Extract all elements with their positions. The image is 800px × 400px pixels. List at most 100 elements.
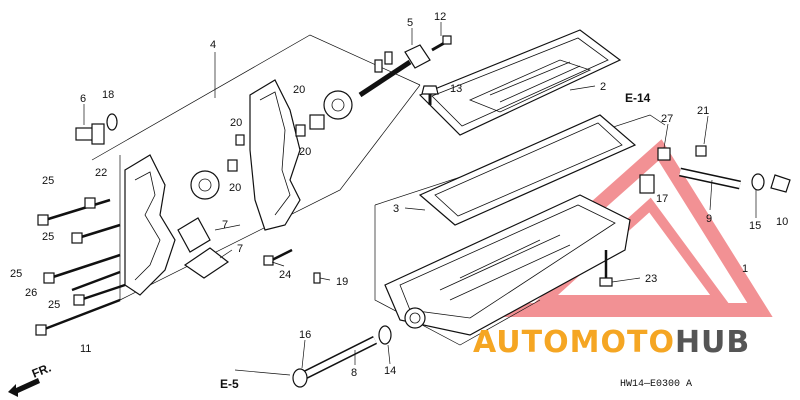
plug-10 [770, 174, 791, 193]
callout-16: 16 [299, 329, 311, 341]
callout-8: 8 [351, 367, 357, 379]
callout-27: 27 [661, 113, 673, 125]
callout-25c: 25 [10, 268, 22, 280]
callout-18: 18 [102, 89, 114, 101]
leader-2 [569, 85, 596, 91]
leader-e5 [234, 369, 291, 376]
callout-25d: 25 [48, 299, 60, 311]
callout-20d: 20 [229, 182, 241, 194]
front-label: FR. [30, 361, 53, 381]
bolt-22-head [84, 197, 96, 209]
callout-25a: 25 [42, 175, 54, 187]
leader-14 [387, 344, 391, 365]
gasket-inner [434, 122, 623, 217]
callout-24: 24 [279, 269, 291, 281]
callout-1: 1 [742, 263, 748, 275]
left-housing-detail [134, 171, 161, 281]
leader-7a [214, 224, 241, 231]
filter-pipe-inner [303, 337, 377, 378]
diagram-code: HW14—E0300 A [620, 379, 692, 390]
cover-plate-rib [489, 61, 571, 96]
valve-body [384, 194, 631, 336]
o-ring-18 [106, 113, 118, 131]
bolt-25d-head [73, 294, 85, 306]
bolt-24-head [263, 255, 274, 266]
callout-20c: 20 [299, 146, 311, 158]
watermark-text-part2: HUB [675, 325, 750, 360]
callout-2: 2 [600, 81, 606, 93]
leader-24 [271, 261, 285, 267]
bolt-13-head [421, 85, 439, 95]
sleeve-b [295, 124, 306, 137]
leader-lines [83, 22, 757, 376]
ref-e14: E-14 [625, 91, 651, 105]
callout-14: 14 [384, 365, 396, 377]
callout-13: 13 [450, 83, 462, 95]
leader-3 [404, 207, 426, 211]
bolt-25a-head [37, 214, 49, 226]
leader-19 [319, 277, 331, 281]
valve-body-rim [399, 204, 616, 319]
sleeve-d [235, 134, 245, 146]
bolt-11-head [35, 324, 47, 336]
watermark-text: AUTOMOTOHUB [473, 325, 750, 360]
pin-b [384, 51, 393, 65]
bolt-25b-head [71, 232, 83, 244]
rotor-right-outer [323, 90, 353, 120]
filter-pipe [292, 325, 392, 388]
bolt-21 [695, 145, 707, 157]
clip-14 [378, 325, 392, 345]
callout-9: 9 [706, 213, 712, 225]
callout-19: 19 [336, 276, 348, 288]
valve-body-outline [384, 194, 631, 336]
left-housing-front [124, 154, 176, 296]
pin-a [374, 59, 383, 73]
rotor-right [323, 90, 353, 120]
callout-23: 23 [645, 273, 657, 285]
leader-21 [703, 115, 709, 145]
sleeve-a [227, 159, 238, 172]
leader-27 [663, 123, 669, 149]
leader-7b [219, 249, 233, 259]
callout-17: 17 [656, 193, 668, 205]
middle-plate [249, 79, 301, 231]
rotor-right-inner [331, 98, 345, 112]
callout-7b: 7 [237, 243, 243, 255]
callout-12: 12 [434, 11, 446, 23]
group-bracket-top [91, 34, 421, 161]
bolt-25b [77, 223, 121, 240]
ref-e5: E-5 [220, 377, 239, 391]
valve-body-port-inner [409, 312, 421, 324]
callout-7a: 7 [222, 219, 228, 231]
bolt-12-head [442, 35, 452, 45]
callout-5: 5 [407, 17, 413, 29]
cover-plate-rib-2 [499, 65, 581, 103]
bolts-left [35, 197, 126, 336]
bolt-25d [79, 283, 126, 302]
bolt-25c-head [43, 272, 55, 284]
rotor-left-outer [190, 170, 220, 200]
callout-6: 6 [80, 93, 86, 105]
cooler-pipe-inner [679, 169, 741, 188]
middle-plate-outline [249, 79, 301, 231]
pressure-switch [75, 113, 118, 145]
callout-15: 15 [749, 220, 761, 232]
seal-16 [292, 368, 308, 388]
bolt-24 [271, 248, 293, 262]
cover-plate-mesh [468, 59, 592, 113]
pressure-switch-hex [91, 123, 105, 145]
rotor-left-inner [198, 178, 212, 192]
callout-4: 4 [210, 39, 216, 51]
callout-22: 22 [95, 167, 107, 179]
cover-plate [418, 29, 622, 136]
left-housing [124, 154, 176, 296]
callouts: 1 2 3 4 5 6 7 7 8 9 10 11 12 13 14 15 16… [10, 11, 788, 379]
leader-23 [611, 277, 641, 283]
washer-15 [751, 173, 765, 191]
bolt-25a [44, 198, 111, 222]
front-direction-arrow: FR. [8, 361, 53, 397]
watermark-text-part1: AUTOMOTO [473, 325, 675, 360]
separator-plate-upper [177, 217, 211, 253]
middle-plate-detail [259, 91, 291, 216]
callout-3: 3 [393, 203, 399, 215]
